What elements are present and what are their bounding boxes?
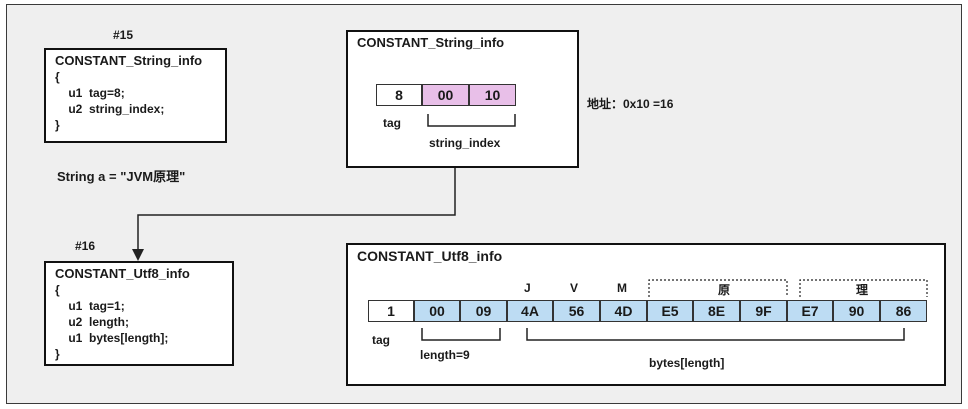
string-declaration: String a = "JVM原理" — [57, 169, 186, 184]
length-bracket — [421, 328, 501, 341]
bytes-byte-cell: 4D — [600, 300, 647, 322]
bytes-bracket — [526, 328, 905, 341]
struct-line: { — [55, 70, 60, 84]
struct-line: u2 string_index; — [55, 102, 165, 116]
utf8-info-struct-box: CONSTANT_Utf8_info { u1 tag=1; u2 length… — [44, 261, 234, 366]
address-note: 地址：0x10 =16 — [587, 97, 674, 111]
string-info-struct-title: CONSTANT_String_info — [55, 53, 203, 68]
struct-line: u1 tag=1; — [55, 299, 125, 313]
string-info-struct-box: CONSTANT_String_info { u1 tag=8; u2 stri… — [44, 48, 227, 143]
reference-connector — [137, 168, 456, 250]
bytes-byte-cell: 56 — [553, 300, 600, 322]
string-index-byte-cell: 10 — [469, 84, 516, 106]
struct-line: } — [55, 118, 60, 132]
bytes-byte-cell: 86 — [880, 300, 927, 322]
struct-line: { — [55, 283, 60, 297]
constant-number-15: #15 — [113, 28, 134, 42]
tag-label: tag — [383, 116, 401, 130]
string-info-bytes-title: CONSTANT_String_info — [357, 35, 505, 50]
bytes-length-label: bytes[length] — [649, 356, 725, 370]
length-byte-cell: 09 — [460, 300, 507, 322]
char-label-li: 理 — [856, 283, 869, 297]
struct-line: } — [55, 347, 60, 361]
char-label-j: J — [524, 281, 531, 295]
bytes-byte-cell: E7 — [787, 300, 833, 322]
tag-byte-cell: 8 — [376, 84, 422, 106]
utf8-tag-byte-cell: 1 — [368, 300, 414, 322]
length-byte-cell: 00 — [414, 300, 460, 322]
bytes-byte-cell: 90 — [833, 300, 880, 322]
string-index-byte-cell: 00 — [422, 84, 469, 106]
string-index-bracket — [427, 114, 516, 127]
struct-line: u1 bytes[length]; — [55, 331, 169, 345]
char-group-bracket — [648, 279, 788, 297]
bytes-byte-cell: E5 — [647, 300, 693, 322]
struct-line: u1 tag=8; — [55, 86, 125, 100]
char-group-bracket — [799, 279, 928, 297]
utf8-info-struct-title: CONSTANT_Utf8_info — [55, 266, 190, 281]
struct-line: u2 length; — [55, 315, 129, 329]
bytes-byte-cell: 9F — [740, 300, 787, 322]
string-index-label: string_index — [429, 136, 501, 150]
length-label: length=9 — [420, 348, 470, 362]
char-label-yuan: 原 — [718, 283, 731, 297]
constant-number-16: #16 — [75, 239, 96, 253]
bytes-byte-cell: 4A — [507, 300, 553, 322]
arrow-head-icon — [132, 249, 144, 261]
char-label-m: M — [617, 281, 627, 295]
bytes-byte-cell: 8E — [693, 300, 740, 322]
utf8-info-bytes-title: CONSTANT_Utf8_info — [357, 248, 503, 264]
utf8-tag-label: tag — [372, 333, 390, 347]
char-label-v: V — [570, 281, 579, 295]
